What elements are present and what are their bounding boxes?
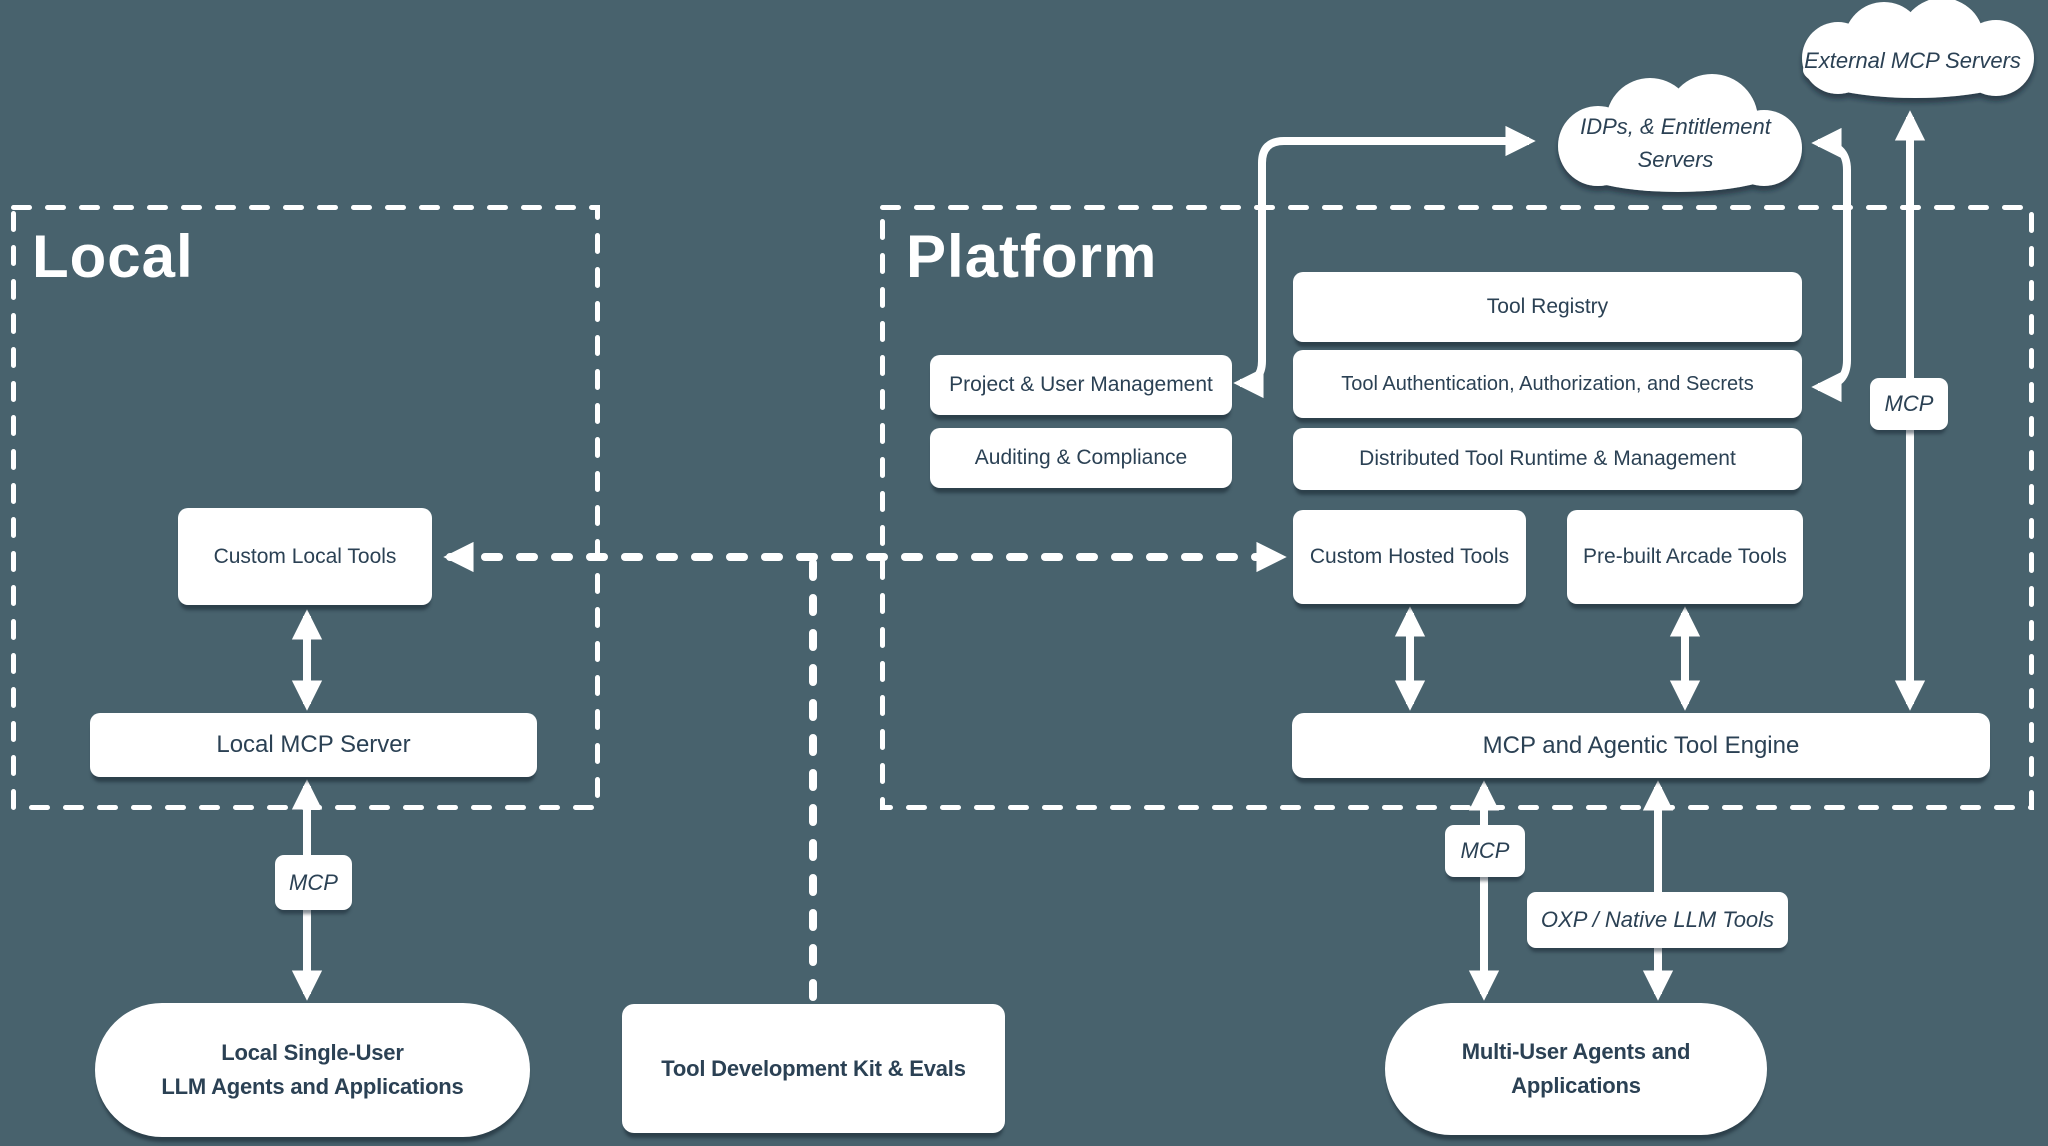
node-distributed-runtime: Distributed Tool Runtime & Management	[1293, 428, 1802, 490]
node-mcp-agentic-tool-engine: MCP and Agentic Tool Engine	[1292, 713, 1990, 778]
local-region-title: Local	[32, 223, 194, 290]
local-agents-line1: Local Single-User	[221, 1040, 404, 1065]
node-multi-user-agents: Multi-User Agents and Applications	[1385, 1003, 1767, 1135]
dashed-connectors	[443, 541, 1287, 1001]
edge-label-mcp-engine: MCP	[1445, 825, 1525, 877]
node-custom-local-tools: Custom Local Tools	[178, 508, 432, 605]
node-custom-hosted-tools: Custom Hosted Tools	[1293, 510, 1526, 604]
edge-label-mcp-external: MCP	[1870, 378, 1948, 430]
node-tool-auth: Tool Authentication, Authorization, and …	[1293, 350, 1802, 418]
external-mcp-cloud-label: External MCP Servers	[1804, 48, 2021, 73]
platform-region-border	[880, 205, 2034, 810]
solid-connectors	[291, 110, 1926, 1001]
node-tool-registry: Tool Registry	[1293, 272, 1802, 342]
local-agents-line2: LLM Agents and Applications	[161, 1074, 464, 1099]
node-prebuilt-arcade-tools: Pre-built Arcade Tools	[1567, 510, 1803, 604]
edge-toolauth-idps	[1811, 127, 1851, 403]
node-local-single-user-agents: Local Single-User LLM Agents and Applica…	[95, 1003, 530, 1137]
multi-user-line1: Multi-User Agents and	[1461, 1039, 1691, 1064]
edge-label-oxp-native-llm-tools: OXP / Native LLM Tools	[1527, 892, 1788, 948]
platform-region-title: Platform	[906, 223, 1158, 290]
node-tool-development-kit: Tool Development Kit & Evals	[622, 1004, 1005, 1133]
node-project-user-management: Project & User Management	[930, 355, 1232, 415]
external-mcp-cloud	[1802, 0, 2034, 98]
multi-user-line2: Applications	[1511, 1073, 1641, 1098]
edge-projectuser-idps	[1233, 125, 1536, 399]
idps-cloud-label-line1: IDPs, & Entitlement	[1580, 114, 1771, 139]
idps-cloud-label: IDPs, & Entitlement Servers	[1553, 110, 1798, 176]
node-local-mcp-server: Local MCP Server	[90, 713, 537, 777]
edge-label-mcp-local: MCP	[275, 855, 352, 910]
idps-cloud	[1558, 74, 1802, 192]
node-auditing-compliance: Auditing & Compliance	[930, 428, 1232, 488]
idps-cloud-label-line2: Servers	[1637, 147, 1714, 172]
